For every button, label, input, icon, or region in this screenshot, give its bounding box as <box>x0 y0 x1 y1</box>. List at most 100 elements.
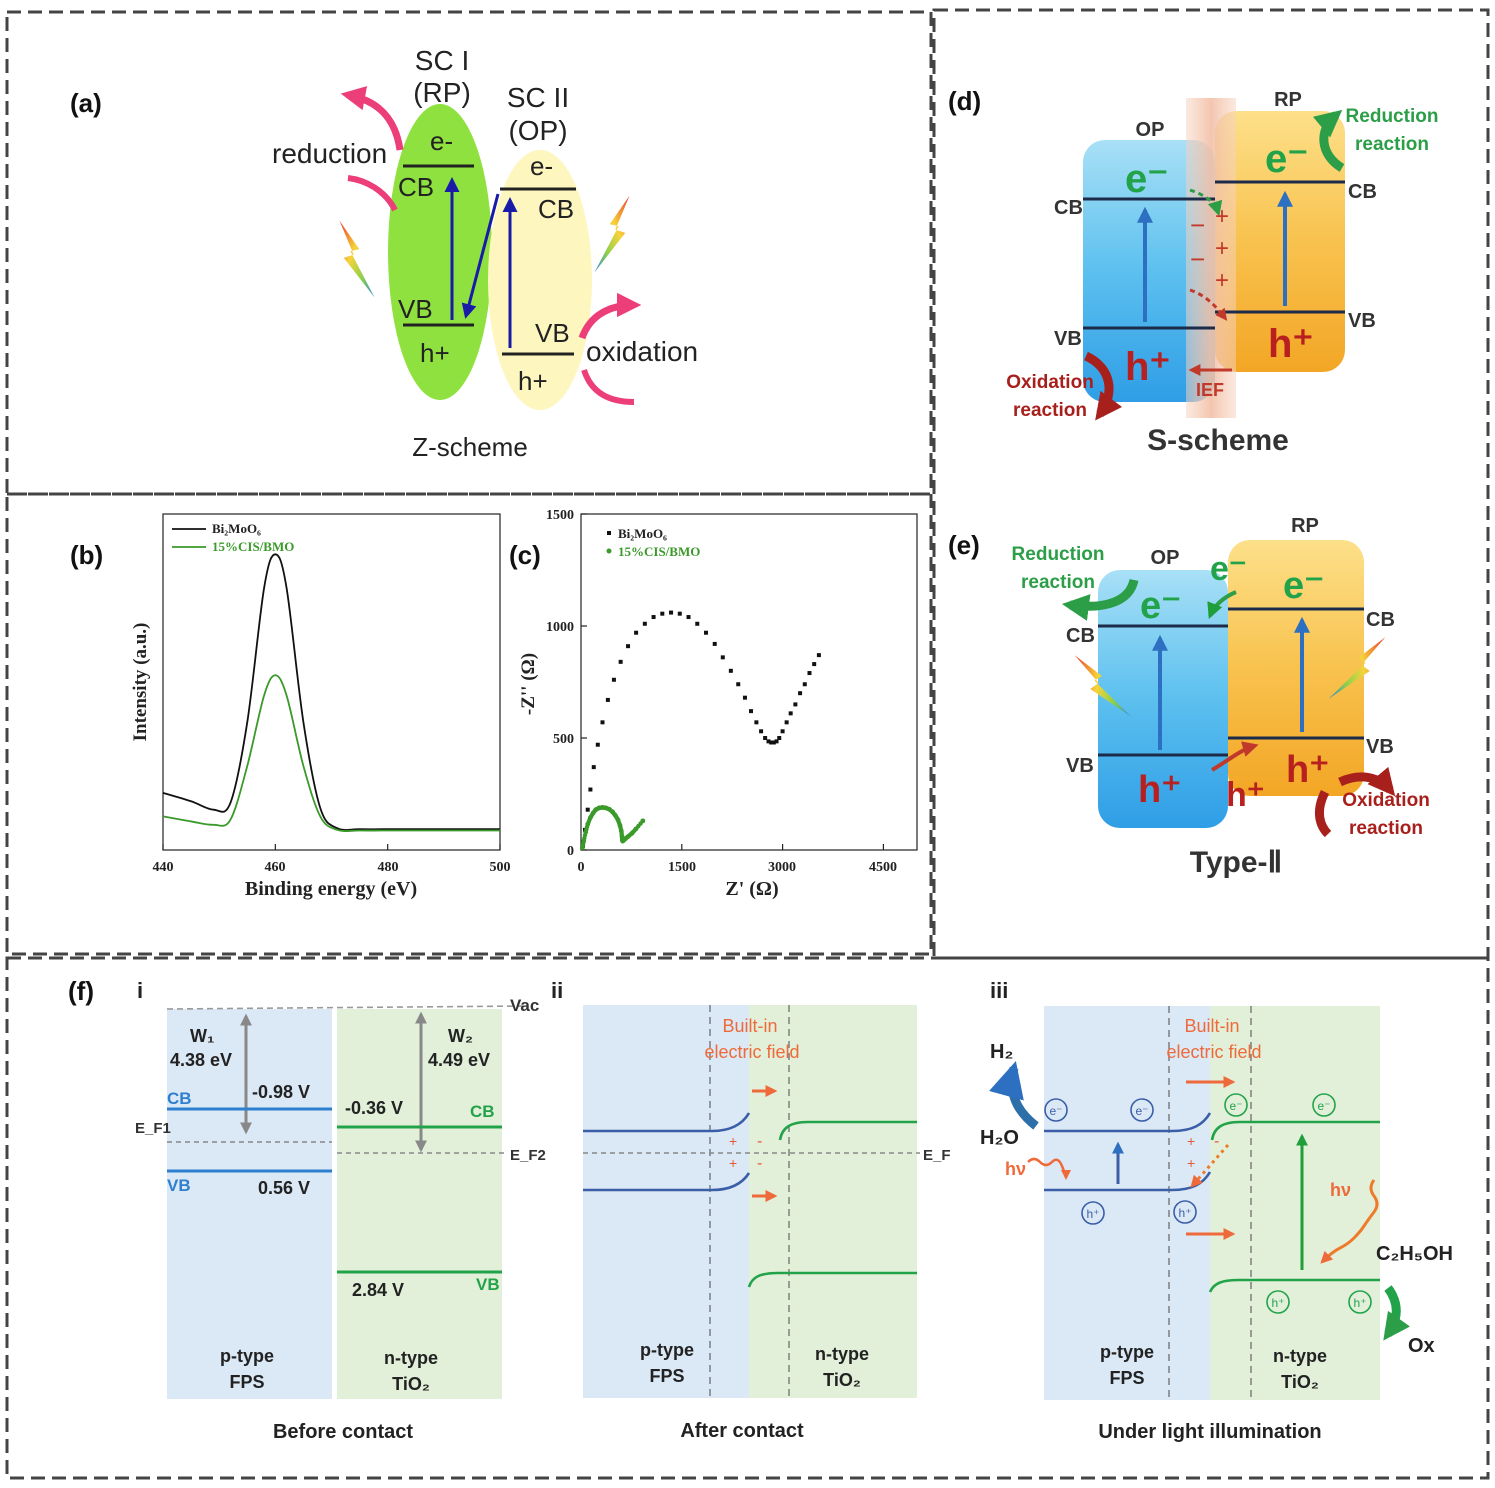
reduction-label-e-2: reaction <box>1021 572 1095 593</box>
chart-c-point-bi2moo6 <box>626 644 631 649</box>
light-wave-right <box>1320 1179 1379 1264</box>
ox-label: Ox <box>1408 1335 1435 1357</box>
reduction-label-d-1: Reduction <box>1346 106 1439 127</box>
panel-e: (e) OP RP CB VB CB VB e⁻ e⁻ e⁻ h⁺ h⁺ h⁺ … <box>948 515 1430 879</box>
chart-c-xtick: 3000 <box>768 860 796 875</box>
chart-c-ytick: 500 <box>553 732 574 747</box>
panel-c: (c) -Z'' (Ω) Z' (Ω) 0 1500 3000 4500 0 5… <box>509 508 918 900</box>
legend-c-label-2: 15%CIS/BMO <box>618 544 700 559</box>
tio2-label-i: TiO₂ <box>392 1374 430 1394</box>
chart-b-plot-area <box>162 513 501 851</box>
ef2-label: E_F2 <box>510 1147 546 1164</box>
panel-f-letter: (f) <box>68 976 94 1006</box>
electron-transfer-arrow-e <box>1207 590 1237 619</box>
built-in-field-label-2-iii: electric field <box>1166 1042 1261 1062</box>
hole-icon <box>1266 1290 1290 1314</box>
chart-c-point-bi2moo6 <box>766 739 771 744</box>
vb-band-fps-ii <box>583 1172 751 1192</box>
oxidation-label-d-1: Oxidation <box>1006 372 1094 393</box>
rp-label-d: RP <box>1274 89 1302 111</box>
chart-c-point-bi2moo6 <box>736 682 741 687</box>
vb-label-sc1: VB <box>398 294 433 324</box>
hv-label-left: hν <box>1005 1159 1026 1179</box>
vacuum-level <box>166 1005 529 1010</box>
rp-block-e <box>1228 540 1364 796</box>
panel-f: (f) i Vac W₁ 4.38 eV W₂ 4.49 eV CB -0.98… <box>68 976 1453 1443</box>
oxidation-arrow-e-head <box>1338 766 1396 797</box>
chart-c-point-bi2moo6 <box>777 736 782 740</box>
tio2-label-ii: TiO₂ <box>823 1370 861 1390</box>
cb-label-sc1: CB <box>398 172 434 202</box>
chart-b-xtick: 500 <box>490 860 511 875</box>
chart-c-point-bi2moo6 <box>754 720 759 725</box>
oxidation-arrow-d <box>1083 351 1123 421</box>
ief-label: IEF <box>1196 380 1224 400</box>
sc2-label-1: SC II <box>507 82 569 113</box>
chart-c-point-bi2moo6 <box>742 695 747 700</box>
chart-b <box>162 553 501 850</box>
chart-c-point-bi2moo6 <box>686 615 691 620</box>
panel-d-letter: (d) <box>948 86 981 116</box>
chart-c-xtick: 0 <box>578 860 585 875</box>
chart-c-point-bi2moo6 <box>618 659 623 664</box>
recombination-arrow-bottom-d <box>1189 288 1228 321</box>
n-type-label-ii: n-type <box>815 1344 869 1364</box>
positive-charge-ii: + <box>729 1133 737 1149</box>
n-type-label-i: n-type <box>384 1348 438 1368</box>
built-in-field-label-1-ii: Built-in <box>722 1016 777 1036</box>
p-type-label-ii: p-type <box>640 1340 694 1360</box>
vb-label-sc2: VB <box>535 318 570 348</box>
cb-band-fps-ii <box>583 1112 751 1133</box>
vb-label-tio2-i: VB <box>476 1275 500 1294</box>
cb-value-fps-i: -0.98 V <box>252 1082 310 1102</box>
chart-c-point-bi2moo6 <box>771 740 776 745</box>
cb-label-rp-d: CB <box>1348 181 1377 203</box>
oxidation-label: oxidation <box>586 336 698 367</box>
legend-c-swatch-2 <box>606 548 612 554</box>
chart-c-point-bi2moo6 <box>784 720 789 725</box>
w1-label: W₁ <box>190 1026 214 1046</box>
op-block-e <box>1098 570 1228 828</box>
hole-transfer-arrow-e <box>1211 741 1259 772</box>
positive-charge-iii: + <box>1187 1155 1195 1171</box>
vb-band-tio2-ii <box>747 1271 917 1288</box>
hole-op-e: h⁺ <box>1138 769 1181 811</box>
electron-icon <box>1044 1098 1068 1122</box>
electron-icon <box>1312 1093 1336 1117</box>
chart-b-xtick: 480 <box>378 860 399 875</box>
hole-icon <box>1173 1200 1197 1224</box>
panel-f-ii-label: ii <box>551 978 563 1003</box>
chart-c-point-bi2moo6 <box>798 691 803 696</box>
plus-sign-d: + <box>1215 267 1229 294</box>
electron-icon <box>1130 1098 1154 1122</box>
panel-d: (d) OP RP CB VB CB VB e⁻ e⁻ h⁺ h⁺ − − + … <box>948 86 1438 457</box>
chart-c-point-cis-bmo <box>640 818 645 824</box>
light-bolt-icon-left <box>339 220 375 298</box>
sc1-label-1: SC I <box>415 45 469 76</box>
vb-value-fps-i: 0.56 V <box>258 1178 310 1198</box>
vb-label-op-e: VB <box>1066 755 1094 777</box>
chart-c-point-bi2moo6 <box>728 668 733 673</box>
chart-c-point-bi2moo6 <box>703 630 708 635</box>
fps-label-iii: FPS <box>1109 1368 1144 1388</box>
chart-c-point-bi2moo6 <box>588 787 593 792</box>
chart-c-ytick: 1500 <box>546 508 574 523</box>
oxidation-arrow-tail <box>581 368 635 405</box>
chart-c-point-bi2moo6 <box>793 702 798 707</box>
panel-a: (a) SC I (RP) SC II (OP) e- CB VB h+ e- … <box>70 45 698 462</box>
p-type-label-i: p-type <box>220 1346 274 1366</box>
chart-c-point-bi2moo6 <box>774 739 779 744</box>
electron-icon <box>1224 1093 1248 1117</box>
panel-f-iii: iii Built-in electric field + + - e⁻ e⁻ … <box>980 978 1453 1443</box>
panel-c-letter: (c) <box>509 540 541 570</box>
chart-c-point-bi2moo6 <box>780 729 785 734</box>
h2o-label: H₂O <box>980 1127 1019 1149</box>
after-contact-caption: After contact <box>680 1420 804 1442</box>
op-label-e: OP <box>1151 547 1180 569</box>
cb-band-tio2-ii <box>778 1120 917 1141</box>
hole-symbol: h⁺ <box>1086 1207 1099 1221</box>
hv-label-right: hν <box>1330 1180 1351 1200</box>
chart-c-point-bi2moo6 <box>585 807 590 812</box>
reduction-arrow <box>340 86 404 151</box>
chart-c-point-bi2moo6 <box>669 610 674 615</box>
